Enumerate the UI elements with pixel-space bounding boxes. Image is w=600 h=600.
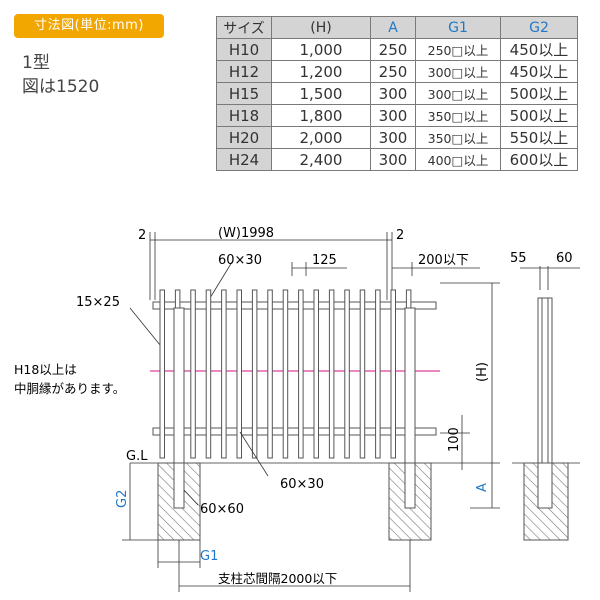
bottom-gap-label: 100	[447, 427, 462, 452]
spec-table-header-row: サイズ (H) A G1 G2	[216, 16, 578, 39]
left-foundation	[157, 462, 201, 541]
spec-table-cell: 300	[370, 126, 416, 149]
post-leader	[183, 489, 199, 506]
spec-table-cell: 1,800	[271, 104, 371, 127]
side-55-label: 55	[510, 251, 527, 266]
fence-picket	[251, 289, 258, 459]
height-dimension	[440, 282, 500, 509]
width-label: (W)1998	[218, 226, 274, 241]
model-label: 1型	[22, 53, 50, 73]
right-gap-label: 2	[396, 228, 404, 243]
spec-table-cell: 250□以上	[415, 38, 501, 61]
spec-table-cell: H12	[216, 60, 272, 83]
side-view	[512, 266, 580, 541]
bottom-rail-leader	[239, 431, 269, 477]
note-line-2: 中胴縁があります。	[14, 381, 125, 396]
spec-table-cell: 450以上	[500, 60, 578, 83]
fence-picket	[159, 289, 165, 459]
fence-picket	[359, 289, 366, 459]
spec-table-cell: H15	[216, 82, 272, 105]
fence-picket	[298, 289, 304, 459]
fence-rails	[152, 301, 437, 436]
fence-picket	[221, 289, 227, 459]
height-label: (H)	[475, 362, 490, 382]
rail-leader	[129, 307, 161, 346]
pitch-dimension	[209, 261, 347, 299]
fence-picket	[328, 289, 335, 459]
spec-table-cell: 300□以上	[415, 82, 501, 105]
left-gap-label: 2	[138, 228, 146, 243]
spec-table-cell: 300	[370, 148, 416, 171]
spec-table-cell: 2,000	[271, 126, 371, 149]
fence-picket	[236, 289, 242, 459]
header-g1: G1	[415, 16, 501, 39]
post-spacing-dimension	[178, 540, 411, 592]
spec-table-cell: 1,000	[271, 38, 371, 61]
right-foundation	[388, 462, 432, 541]
bottom-rail-label: 60×30	[280, 477, 324, 492]
spec-table-cell: 350□以上	[415, 104, 501, 127]
fence-picket	[190, 289, 196, 459]
fence-picket	[390, 289, 396, 459]
header-h: (H)	[271, 16, 371, 39]
g2-dimension	[122, 463, 158, 541]
fence-picket	[205, 289, 212, 459]
g2-label: G2	[115, 490, 130, 508]
header-g2: G2	[500, 16, 578, 39]
overhang-dimension	[392, 262, 480, 276]
spec-table-cell: 250	[370, 60, 416, 83]
fence-picket	[282, 289, 289, 459]
title-badge: 寸法図(単位:mm)	[14, 14, 164, 38]
g1-label: G1	[200, 549, 218, 564]
spec-table-cell: 600以上	[500, 148, 578, 171]
fence-picket	[375, 289, 381, 459]
side-60-label: 60	[556, 251, 573, 266]
a-label: A	[475, 483, 490, 492]
post-size-label: 60×60	[200, 502, 244, 517]
spec-table-cell: 2,400	[271, 148, 371, 171]
spec-table-cell: 300	[370, 104, 416, 127]
post-spacing-label: 支柱芯間隔2000以下	[218, 571, 337, 586]
spec-table-cell: H24	[216, 148, 272, 171]
spec-table-cell: 400□以上	[415, 148, 501, 171]
header-size: サイズ	[216, 16, 272, 39]
fence-picket	[344, 289, 350, 459]
pitch-label: 125	[312, 253, 337, 268]
fence-picket	[267, 289, 273, 459]
spec-table-cell: 300□以上	[415, 60, 501, 83]
note-line-1: H18以上は	[14, 362, 77, 377]
width-dimension	[149, 232, 393, 300]
picket-size-label: 60×30	[218, 253, 262, 268]
gl-label: G.L	[126, 449, 148, 464]
overhang-label: 200以下	[418, 253, 469, 268]
spec-table-cell: 550以上	[500, 126, 578, 149]
rail-size-label: 15×25	[76, 295, 120, 310]
figure-note: 図は1520	[22, 77, 100, 97]
fence-picket	[313, 289, 319, 459]
spec-table-cell: 250	[370, 38, 416, 61]
